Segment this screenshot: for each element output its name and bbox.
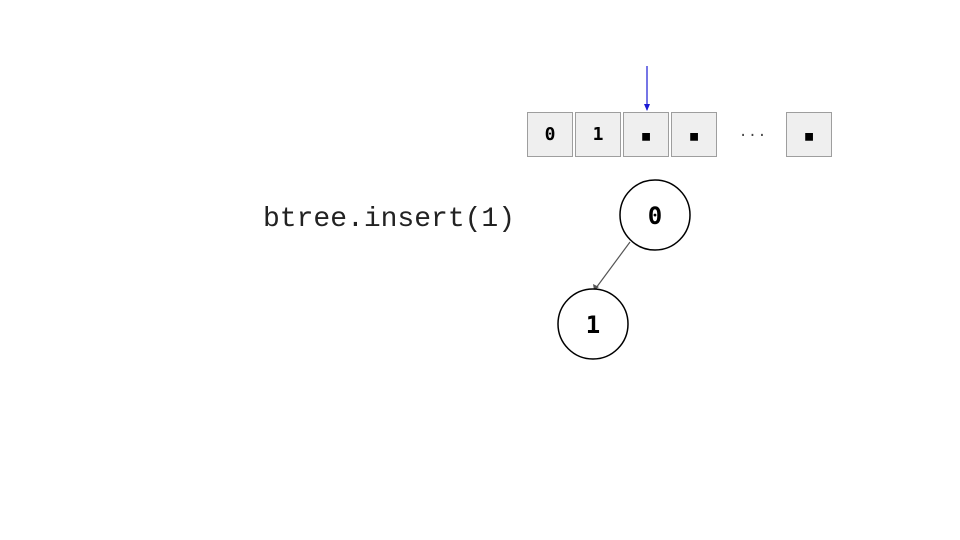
- array-cell-3: ▪: [671, 112, 717, 157]
- array-cell-1: 1: [575, 112, 621, 157]
- tree-node-left-child-label: 1: [586, 311, 600, 339]
- array-cell-2: ▪: [623, 112, 669, 157]
- array-cell-0: 0: [527, 112, 573, 157]
- array-ellipsis: ...: [738, 124, 768, 140]
- array-cell-last: ▪: [786, 112, 832, 157]
- tree-edge-root-to-left: [595, 241, 631, 289]
- tree-node-left-child: [557, 288, 629, 360]
- code-statement: btree.insert(1): [263, 204, 516, 235]
- tree-node-root-label: 0: [648, 202, 662, 230]
- tree-node-root: [619, 179, 691, 251]
- insert-pointer-arrowhead: [644, 104, 650, 111]
- tree-edge-arrowhead: [593, 284, 599, 290]
